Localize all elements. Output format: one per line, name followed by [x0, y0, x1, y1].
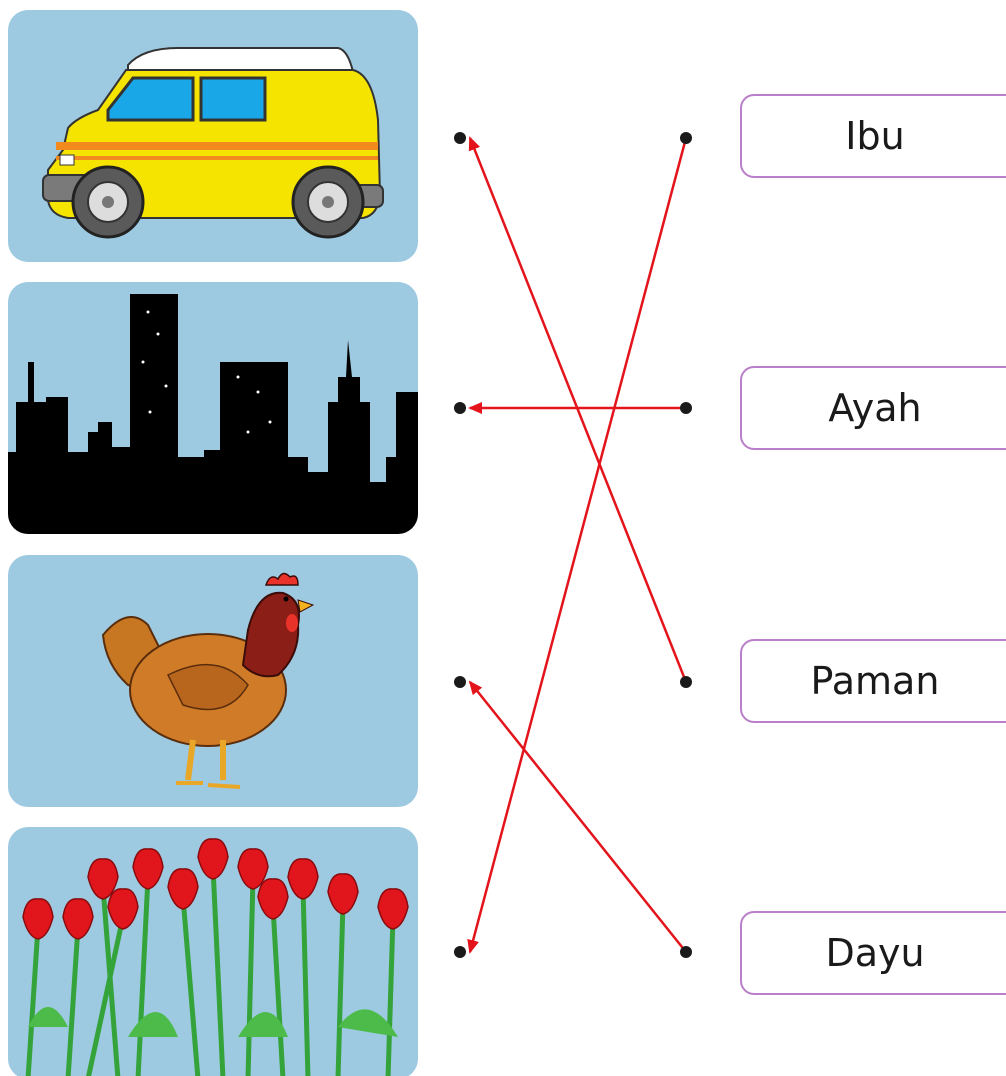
left-dot-1[interactable]: [454, 132, 466, 144]
right-dot-4[interactable]: [680, 946, 692, 958]
name-box-ayah[interactable]: Ayah: [740, 366, 1006, 450]
right-dot-3[interactable]: [680, 676, 692, 688]
left-dot-2[interactable]: [454, 402, 466, 414]
picture-card-tulips[interactable]: [8, 827, 418, 1076]
left-dot-3[interactable]: [454, 676, 466, 688]
right-dot-1[interactable]: [680, 132, 692, 144]
tulips-illustration: [22, 838, 409, 1076]
picture-card-van[interactable]: [8, 10, 418, 262]
city-skyline-illustration: [8, 294, 418, 534]
picture-card-hen[interactable]: [8, 555, 418, 807]
name-box-dayu[interactable]: Dayu: [740, 911, 1006, 995]
name-label: Dayu: [825, 931, 925, 975]
answer-line-3: [468, 136, 688, 683]
name-label: Paman: [810, 659, 940, 703]
name-label: Ayah: [828, 386, 922, 430]
name-label: Ibu: [845, 114, 905, 158]
answer-line-1: [467, 137, 688, 954]
name-box-ibu[interactable]: Ibu: [740, 94, 1006, 178]
left-dot-4[interactable]: [454, 946, 466, 958]
answer-line-4: [468, 680, 687, 953]
name-box-paman[interactable]: Paman: [740, 639, 1006, 723]
van-illustration: [42, 47, 384, 239]
picture-card-city[interactable]: [8, 282, 418, 534]
hen-illustration: [101, 572, 315, 789]
right-dot-2[interactable]: [680, 402, 692, 414]
